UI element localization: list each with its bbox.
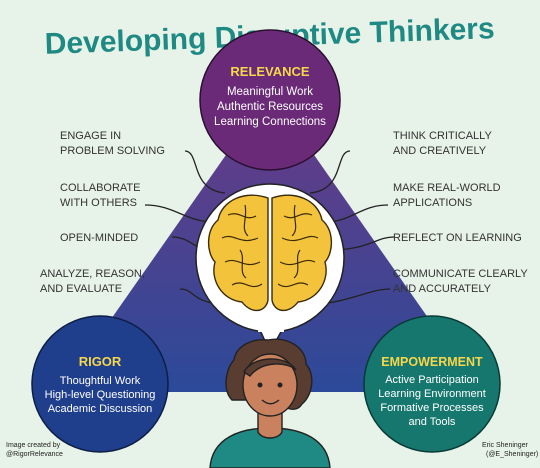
- right-skill-label: AND ACCURATELY: [393, 283, 492, 295]
- credit-left-line: @RigorRelevance: [6, 451, 63, 458]
- left-skill-label: COLLABORATE: [60, 182, 141, 194]
- credit-right-line: (@E_Sheninger): [486, 451, 538, 458]
- right-skill-label: APPLICATIONS: [393, 197, 472, 209]
- relevance-item: Meaningful Work: [227, 86, 313, 98]
- rigor-item: Thoughtful Work: [60, 375, 141, 387]
- rigor-label: RIGOR: [79, 354, 122, 369]
- right-skill-list: THINK CRITICALLY AND CREATIVELY MAKE REAL-…: [393, 130, 528, 295]
- relevance-label: RELEVANCE: [230, 64, 310, 79]
- brain-icon: [207, 194, 333, 312]
- left-skill-label: WITH OTHERS: [60, 197, 137, 209]
- empowerment-item: and Tools: [409, 416, 456, 428]
- empowerment-circle: [363, 315, 501, 453]
- credit-left-line: Image created by: [6, 442, 61, 449]
- relevance-item: Learning Connections: [214, 116, 326, 128]
- empowerment-item: Active Participation: [385, 374, 479, 386]
- right-skill-label: REFLECT ON LEARNING: [393, 232, 522, 244]
- student-avatar: [209, 338, 331, 468]
- empowerment-label: EMPOWERMENT: [381, 355, 483, 369]
- relevance-item: Authentic Resources: [217, 101, 323, 113]
- right-skill-label: AND CREATIVELY: [393, 145, 487, 157]
- left-skill-list: ENGAGE IN PROBLEM SOLVING COLLABORATE WITH …: [40, 130, 165, 295]
- left-skill-label: ENGAGE IN: [60, 130, 121, 142]
- right-skill-label: THINK CRITICALLY: [393, 130, 492, 142]
- rigor-circle: [31, 315, 169, 453]
- empowerment-item: Learning Environment: [378, 388, 486, 400]
- left-skill-label: AND EVALUATE: [40, 283, 122, 295]
- credit-right-line: Eric Sheninger: [482, 442, 529, 449]
- right-skill-label: MAKE REAL-WORLD: [393, 182, 501, 194]
- rigor-item: High-level Questioning: [45, 389, 156, 401]
- relevance-circle: [199, 29, 341, 171]
- left-skill-label: PROBLEM SOLVING: [60, 145, 165, 157]
- left-skill-label: OPEN-MINDED: [60, 232, 138, 244]
- rigor-item: Academic Discussion: [48, 403, 153, 415]
- left-skill-label: ANALYZE, REASON,: [40, 268, 145, 280]
- right-skill-label: COMMUNICATE CLEARLY: [393, 268, 528, 280]
- empowerment-item: Formative Processes: [380, 402, 484, 414]
